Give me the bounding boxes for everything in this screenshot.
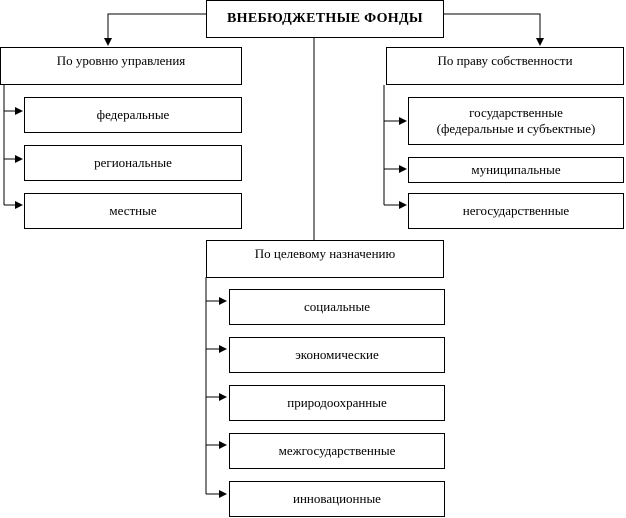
item-environmental: природоохранные bbox=[229, 385, 445, 421]
item-economic: экономические bbox=[229, 337, 445, 373]
item-innovative: инновационные bbox=[229, 481, 445, 517]
group-management-level: По уровню управления bbox=[0, 47, 242, 85]
group-title: По праву собственности bbox=[437, 53, 573, 68]
group-title: По уровню управления bbox=[56, 53, 186, 68]
group-purpose: По целевому назначению bbox=[206, 240, 444, 278]
group-title: По целевому назначению bbox=[254, 246, 396, 261]
root-label: ВНЕБЮДЖЕТНЫЕ ФОНДЫ bbox=[227, 11, 423, 26]
item-state: государственные (федеральные и субъектны… bbox=[408, 97, 624, 145]
item-local: местные bbox=[24, 193, 242, 229]
item-social: социальные bbox=[229, 289, 445, 325]
item-interstate: межгосударственные bbox=[229, 433, 445, 469]
item-municipal: муниципальные bbox=[408, 157, 624, 183]
item-nonstate: негосударственные bbox=[408, 193, 624, 229]
item-regional: региональные bbox=[24, 145, 242, 181]
root-node: ВНЕБЮДЖЕТНЫЕ ФОНДЫ bbox=[206, 0, 444, 38]
item-federal: федеральные bbox=[24, 97, 242, 133]
group-ownership: По праву собственности bbox=[386, 47, 624, 85]
